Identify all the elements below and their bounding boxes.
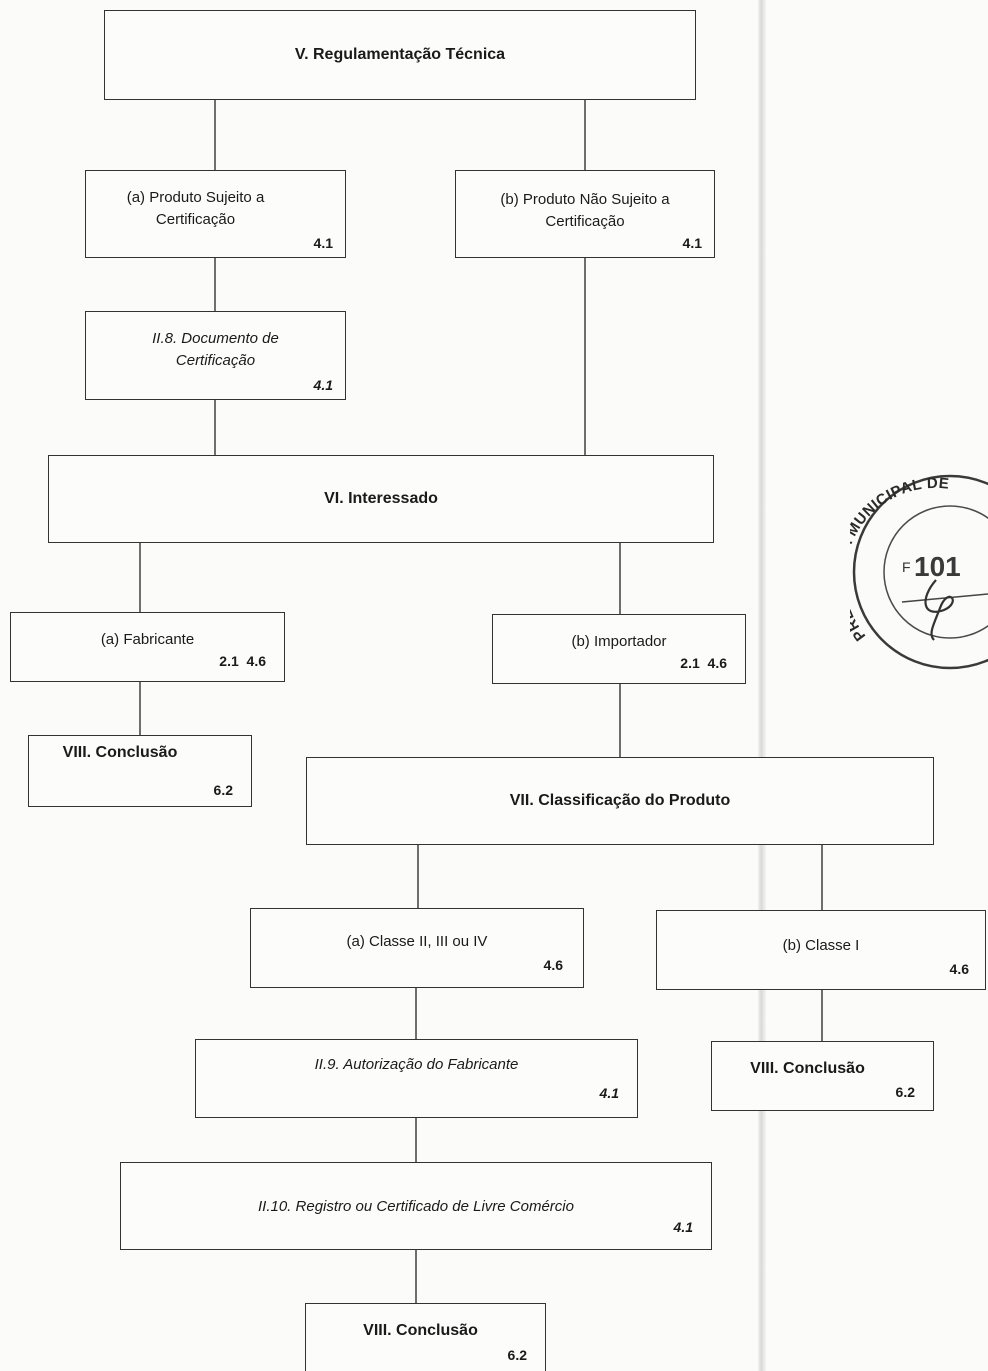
box-classificacao-produto: VII. Classificação do Produto <box>306 757 934 845</box>
box-label: VIII. Conclusão <box>750 1060 865 1077</box>
box-interessado: VI. Interessado <box>48 455 714 543</box>
box-registro-livre-comercio: II.10. Registro ou Certificado de Livre … <box>120 1162 712 1250</box>
box-ref: 2.1 4.6 <box>219 653 266 669</box>
box-conclusao-1: VIII. Conclusão 6.2 <box>28 735 252 807</box>
box-ref: 4.6 <box>949 961 969 977</box>
box-ref: 2.1 4.6 <box>680 655 727 671</box>
box-label: VIII. Conclusão <box>363 1322 478 1339</box>
box-ref: 6.2 <box>507 1347 527 1363</box>
box-ref: 4.1 <box>682 235 702 251</box>
box-label: VI. Interessado <box>324 490 438 507</box>
seal-number: 101 <box>914 551 961 582</box>
box-label: (a) Produto Sujeito a Certificação <box>126 189 265 228</box>
box-label: VII. Classificação do Produto <box>509 792 731 809</box>
box-regulamentacao-tecnica: V. Regulamentação Técnica <box>104 10 696 100</box>
box-label: (b) Produto Não Sujeito a Certificação <box>500 191 670 230</box>
box-importador: (b) Importador 2.1 4.6 <box>492 614 746 684</box>
box-label: (a) Fabricante <box>100 631 195 648</box>
box-ref: 6.2 <box>895 1084 915 1100</box>
box-documento-certificacao: II.8. Documento de Certificação 4.1 <box>85 311 346 400</box>
box-conclusao-2: VIII. Conclusão 6.2 <box>711 1041 934 1111</box>
box-conclusao-3: VIII. Conclusão 6.2 <box>305 1303 546 1371</box>
box-ref: 6.2 <box>213 782 233 798</box>
handwritten-signature-icon <box>924 579 954 641</box>
box-label: II.9. Autorização do Fabricante <box>314 1056 519 1073</box>
box-classe-ii-iii-iv: (a) Classe II, III ou IV 4.6 <box>250 908 584 988</box>
box-ref: 4.1 <box>313 235 333 251</box>
box-ref: 4.1 <box>673 1219 693 1235</box>
box-label: VIII. Conclusão <box>62 744 178 761</box>
box-ref: 4.6 <box>543 957 563 973</box>
box-autorizacao-fabricante: II.9. Autorização do Fabricante 4.1 <box>195 1039 638 1118</box>
box-label: (a) Classe II, III ou IV <box>346 933 488 950</box>
box-classe-i: (b) Classe I 4.6 <box>656 910 986 990</box>
box-label: (b) Classe I <box>782 937 860 954</box>
box-ref: 4.1 <box>599 1085 619 1101</box>
page-fold <box>758 0 766 1371</box>
box-label: (b) Importador <box>571 633 667 650</box>
seal-prefix: F <box>902 559 911 575</box>
box-label: II.10. Registro ou Certificado de Livre … <box>258 1198 574 1215</box>
box-produto-nao-sujeito: (b) Produto Não Sujeito a Certificação 4… <box>455 170 715 258</box>
box-label: II.8. Documento de Certificação <box>152 330 279 369</box>
municipal-seal-stamp: PREFEITURA MUNICIPAL DE F 101 <box>850 474 988 670</box>
box-fabricante: (a) Fabricante 2.1 4.6 <box>10 612 285 682</box>
box-ref: 4.1 <box>313 377 333 393</box>
box-label: V. Regulamentação Técnica <box>294 46 506 63</box>
box-produto-sujeito: (a) Produto Sujeito a Certificação 4.1 <box>85 170 346 258</box>
